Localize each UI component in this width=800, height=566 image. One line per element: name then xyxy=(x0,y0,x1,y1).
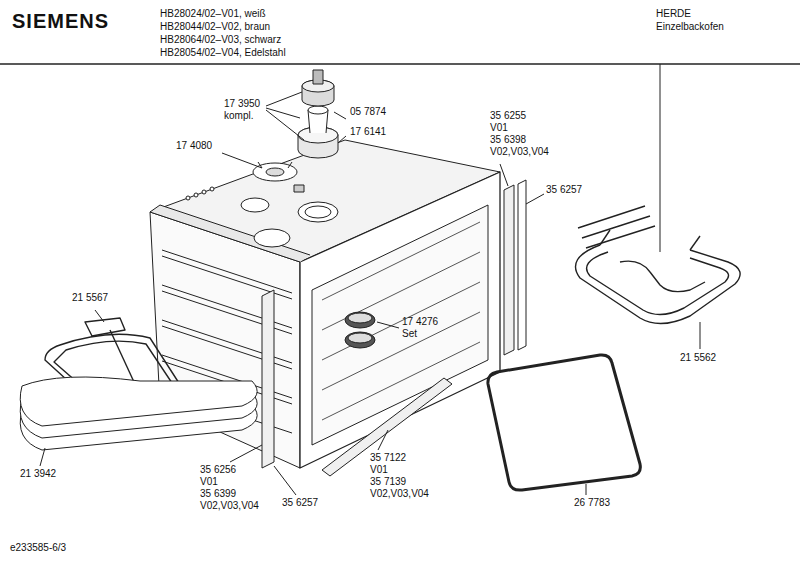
seal-strip xyxy=(262,290,274,468)
thermostat-knob xyxy=(298,70,338,158)
top-edge xyxy=(150,205,310,262)
model-line: HB28054/02–V04, Edelstahl xyxy=(160,47,286,59)
callout-note: Set xyxy=(402,328,417,340)
model-line: HB28024/02–V01, weiß xyxy=(160,8,266,20)
callout-note: kompl. xyxy=(224,110,253,122)
model-line: HB28044/02–V02, braun xyxy=(160,21,270,33)
variant-note: V01 xyxy=(370,464,388,476)
variant-note: V02,V03,V04 xyxy=(370,488,429,500)
callout-number: 21 3942 xyxy=(20,468,56,480)
grill-element xyxy=(576,206,741,324)
callout-number: 35 6257 xyxy=(546,184,582,196)
variant-note: V02,V03,V04 xyxy=(200,500,259,512)
variant-note: V01 xyxy=(200,476,218,488)
callout-number: 35 6255 xyxy=(490,110,526,122)
seal-strip xyxy=(504,185,514,355)
oven-opening xyxy=(312,205,488,445)
variant-note: V02,V03,V04 xyxy=(490,146,549,158)
inner-racks xyxy=(322,222,480,420)
callout-number: 17 4080 xyxy=(176,140,212,152)
seal-strip xyxy=(518,180,526,350)
callout-number: 35 6399 xyxy=(200,488,236,500)
callout-number: 35 6398 xyxy=(490,134,526,146)
callout-number: 17 6141 xyxy=(350,126,386,138)
callout-number: 26 7783 xyxy=(574,497,610,509)
callout-number: 17 3950 xyxy=(224,98,260,110)
callout-number: 21 5562 xyxy=(680,352,716,364)
lamp-set xyxy=(345,312,375,348)
variant-note: V01 xyxy=(490,122,508,134)
leader-lines xyxy=(40,92,700,495)
drawing-code: e233585-6/3 xyxy=(10,542,66,554)
bottom-element xyxy=(20,377,257,450)
callout-number: 21 5567 xyxy=(72,292,108,304)
callout-number: 35 7122 xyxy=(370,452,406,464)
category-text: Einzelbackofen xyxy=(656,21,724,33)
callout-number: 35 7139 xyxy=(370,476,406,488)
switch-plate xyxy=(253,162,297,181)
bottom-strip xyxy=(322,378,452,476)
model-line: HB28064/02–V03, schwarz xyxy=(160,34,281,46)
top-openings xyxy=(241,185,338,247)
callout-number: 17 4276 xyxy=(402,316,438,328)
door-gasket xyxy=(488,355,640,490)
header-rule xyxy=(0,63,800,65)
panel-holes xyxy=(186,187,214,200)
callout-number: 05 7874 xyxy=(350,106,386,118)
leader-line xyxy=(660,64,661,252)
brand-logo: SIEMENS xyxy=(12,10,109,33)
callout-number: 35 6257 xyxy=(282,497,318,509)
callout-number: 35 6256 xyxy=(200,464,236,476)
category-text: HERDE xyxy=(656,8,691,20)
